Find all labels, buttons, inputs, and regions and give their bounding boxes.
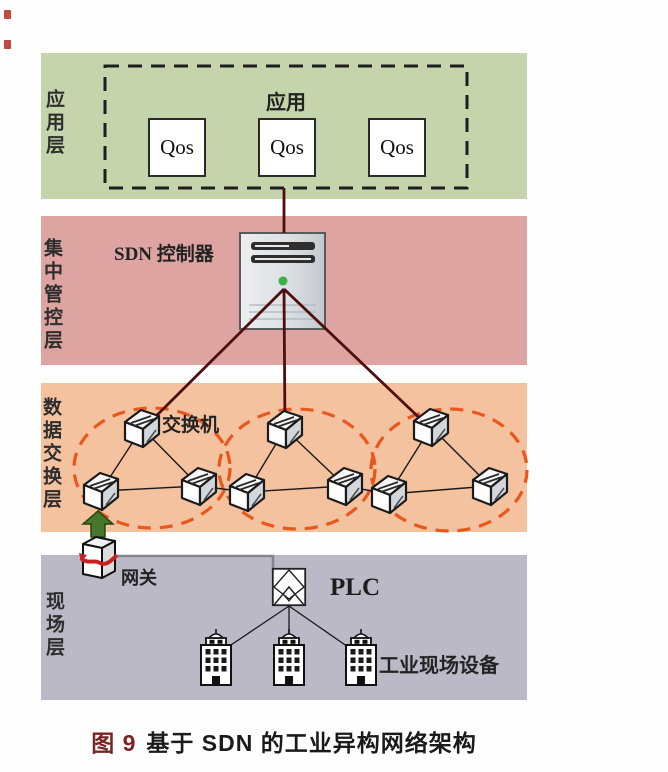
gateway-plc-link <box>114 554 275 571</box>
layer-label-application: 应用层 <box>43 89 64 158</box>
switch-icon <box>228 472 266 513</box>
qos-box: Qos <box>368 118 426 177</box>
switch-domain-ellipse <box>72 406 232 530</box>
layer-label-exchange: 数据交换层 <box>40 397 61 512</box>
switch-domain-ellipse <box>369 407 529 533</box>
application-dashed-boundary <box>103 64 469 190</box>
gateway-icon <box>79 536 119 579</box>
switch-icon <box>370 474 408 515</box>
switch-icon <box>82 471 120 512</box>
figure-caption: 图 9 基于 SDN 的工业异构网络架构 <box>40 724 528 758</box>
layer-label-field: 现场层 <box>43 591 64 660</box>
switch-icon <box>123 408 161 449</box>
page-bullet-marker <box>4 10 11 19</box>
application-group-label: 应用 <box>266 92 306 114</box>
gateway-label: 网关 <box>121 568 157 588</box>
figure-caption-number: 图 9 <box>91 730 137 756</box>
building-icon <box>345 628 377 686</box>
switch-icon <box>326 466 364 507</box>
control-link-lines <box>141 188 431 431</box>
layer-label-control: 集中管控层 <box>41 238 62 353</box>
qos-box: Qos <box>258 118 316 177</box>
up-arrow-icon <box>80 510 116 538</box>
plc-label: PLC <box>330 574 380 601</box>
plc-icon <box>271 567 307 607</box>
page-bullet-marker <box>4 40 11 49</box>
building-icon <box>200 628 232 686</box>
sdn-controller-label: SDN 控制器 <box>114 244 214 265</box>
devices-label: 工业现场设备 <box>379 655 499 677</box>
building-icon <box>273 628 305 686</box>
switch-icon <box>266 409 304 450</box>
switch-domain-ellipse <box>217 407 377 531</box>
switch-label: 交换机 <box>162 415 220 436</box>
status-led <box>278 276 288 286</box>
figure-caption-title: 基于 SDN 的工业异构网络架构 <box>146 730 477 756</box>
red-arrow-ribbon <box>79 553 119 566</box>
qos-box: Qos <box>148 118 206 177</box>
